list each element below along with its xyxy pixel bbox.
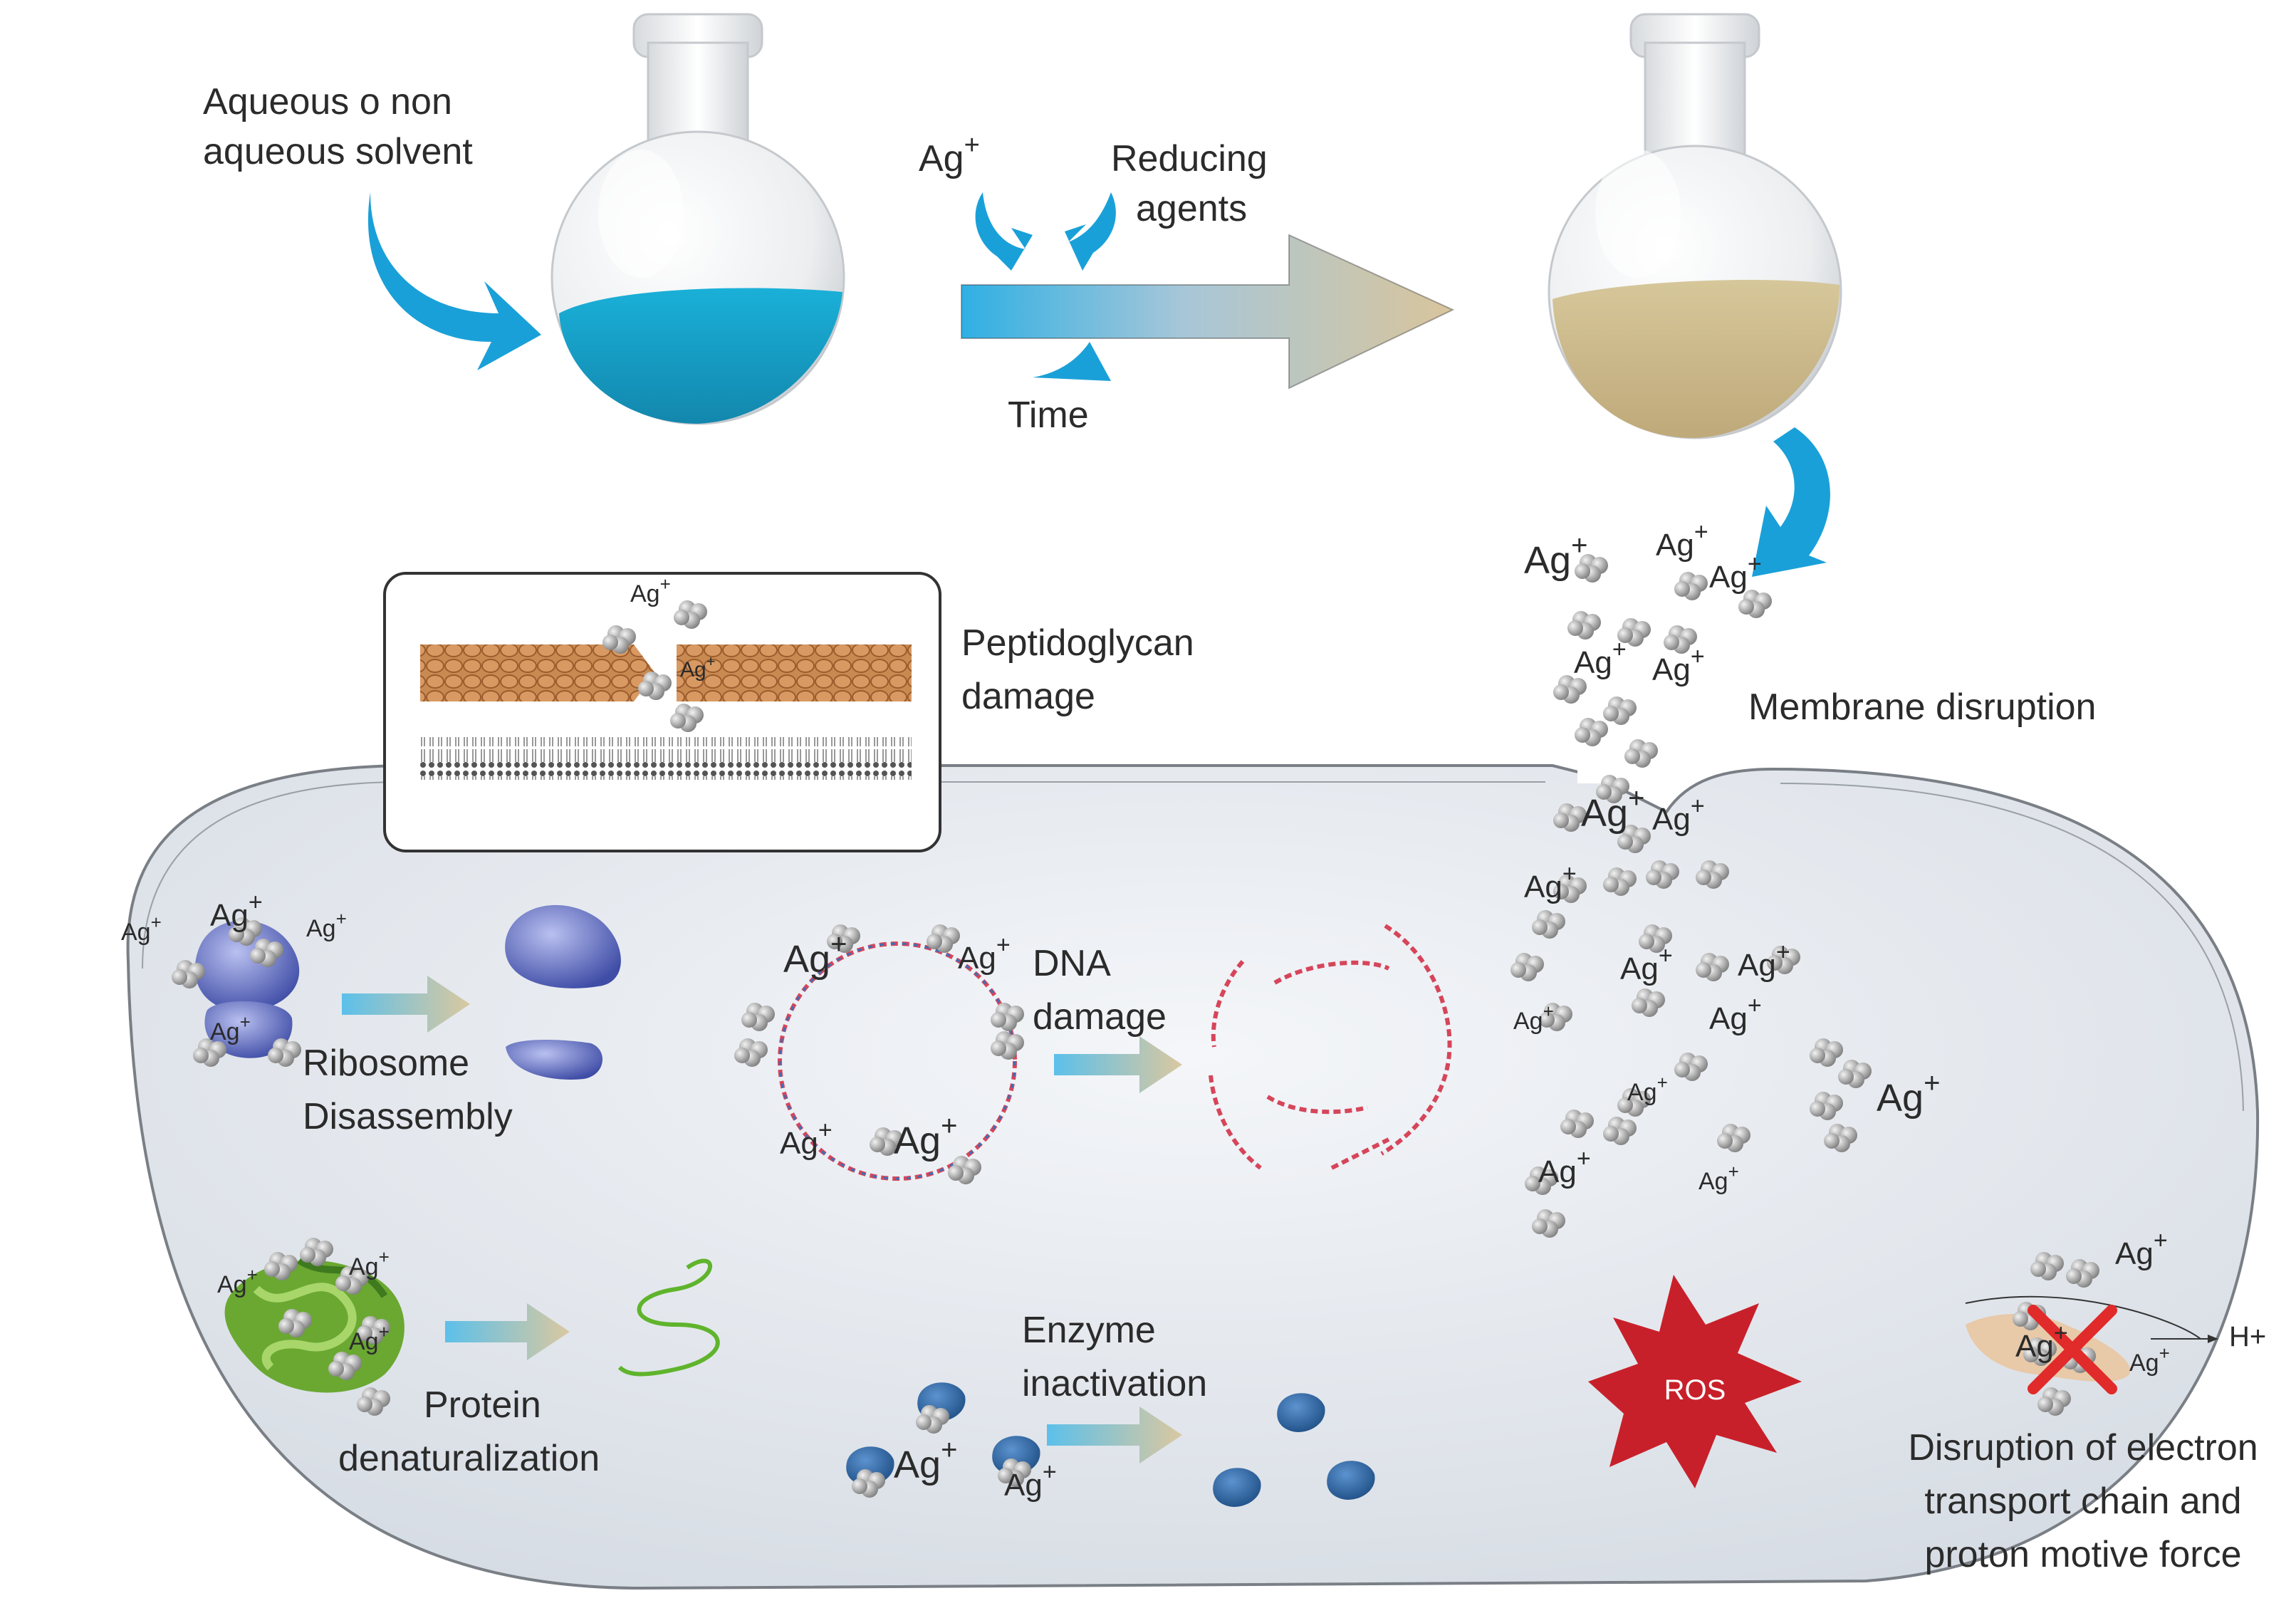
reducing-input-arrow-icon — [1065, 192, 1116, 271]
ag-label: Ag+ — [1738, 939, 1790, 983]
ribosome-group: Ag+ Ag+ Ag+ Ag+ — [121, 889, 347, 1067]
time-label: Time — [1008, 395, 1089, 436]
ag-label: Ag+ — [894, 1434, 957, 1486]
ribosome-large-subunit-icon — [505, 904, 621, 988]
ag-ion-top-label: Ag+ — [919, 130, 980, 179]
ag-label: Ag+ — [1581, 783, 1644, 835]
ag-label: Ag+ — [894, 1110, 957, 1162]
enzyme-inactive-icon — [1213, 1468, 1261, 1507]
ag-label: Ag+ — [958, 931, 1011, 976]
reaction-arrow-icon — [961, 234, 1455, 390]
flask-nanoparticles — [1548, 13, 1842, 439]
dna-arrow-icon — [1054, 1036, 1182, 1093]
flask-solvent — [550, 13, 845, 425]
ag-label: Ag+ — [349, 1246, 390, 1280]
dna-fragments-icon — [1209, 924, 1452, 1170]
ag-label: Ag+ — [1698, 1161, 1739, 1195]
ag-label: Ag+ — [210, 1011, 251, 1045]
enzyme-label-line1: Enzyme — [1022, 1310, 1156, 1351]
ag-label: Ag+ — [1524, 860, 1577, 904]
solvent-label-line1: Aqueous o non — [203, 81, 452, 122]
ag-input-arrow-icon — [975, 192, 1033, 271]
protein-unfolded-icon — [617, 1258, 720, 1377]
etc-label-line3: proton motive force — [1924, 1534, 2241, 1575]
reducing-agents-line1: Reducing — [1111, 138, 1268, 179]
peptidoglycan-inset-box — [383, 572, 941, 852]
ros-label: ROS — [1664, 1374, 1726, 1406]
ribosome-label-line1: Ribosome — [303, 1043, 469, 1084]
ag-label: Ag+ — [783, 929, 847, 981]
ag-label: Ag+ — [1513, 1001, 1554, 1035]
dna-group: Ag+ Ag+ Ag+ Ag+ — [734, 924, 1024, 1184]
inset-ag-label-mid: Ag+ — [680, 652, 716, 682]
enzyme-label-line2: inactivation — [1022, 1363, 1207, 1404]
peptidoglycan-label-line1: Peptidoglycan — [961, 622, 1194, 664]
synthesis-panel: Aqueous o non aqueous solvent Ag+ Reduci… — [203, 13, 1842, 577]
etc-label-line1: Disruption of electron — [1908, 1427, 2258, 1468]
ribosome-label-line2: Disassembly — [303, 1096, 513, 1137]
ag-label: Ag+ — [780, 1117, 833, 1161]
ag-label: Ag+ — [1709, 550, 1762, 595]
ag-label: Ag+ — [121, 912, 162, 946]
enzyme-group: Ag+ Ag+ — [846, 1382, 1057, 1503]
ag-label: Ag+ — [1004, 1458, 1057, 1503]
ag-label: Ag+ — [306, 908, 347, 942]
membrane-ag-labels: Ag+ Ag+ Ag+ Ag+ Ag+ Ag+ Ag+ Ag+ Ag+ Ag+ … — [1513, 518, 1940, 1195]
enzyme-inactive-icon — [1327, 1461, 1375, 1500]
peptidoglycan-layer-right — [677, 644, 912, 701]
reducing-agents-line2: agents — [1136, 188, 1247, 229]
ag-label: Ag+ — [2129, 1342, 2170, 1377]
proton-label: H+ — [2229, 1321, 2266, 1352]
ag-label: Ag+ — [210, 889, 263, 933]
ros-burst-icon: ROS — [1588, 1275, 1802, 1488]
solvent-arrow-icon — [367, 192, 541, 370]
time-arrow-icon — [1033, 342, 1111, 381]
ribosome-arrow-icon — [342, 976, 470, 1033]
ag-label: Ag+ — [1627, 1072, 1668, 1106]
ag-label: Ag+ — [1652, 793, 1705, 837]
enzyme-inactive-icon — [1277, 1393, 1325, 1432]
dna-label-line2: damage — [1033, 996, 1167, 1038]
ag-label: Ag+ — [1709, 992, 1762, 1036]
ag-label: Ag+ — [1877, 1068, 1940, 1120]
peptidoglycan-label-line2: damage — [961, 676, 1095, 717]
peptidoglycan-inset: Ag+ Ag+ — [383, 572, 941, 852]
ag-label: Ag+ — [2115, 1227, 2168, 1271]
ag-label: Ag+ — [1620, 942, 1673, 986]
ag-label: Ag+ — [1574, 636, 1627, 680]
dna-label-line1: DNA — [1033, 943, 1111, 984]
membrane-disruption-label: Membrane disruption — [1748, 687, 2096, 728]
solvent-liquid — [559, 288, 842, 424]
peptidoglycan-layer-left — [420, 644, 634, 701]
protein-label-line2: denaturalization — [338, 1438, 600, 1479]
etc-label-line2: transport chain and — [1924, 1481, 2241, 1522]
nanoparticle-liquid — [1553, 279, 1840, 438]
protein-label-line1: Protein — [424, 1384, 541, 1426]
enzyme-arrow-icon — [1047, 1407, 1182, 1463]
ag-label: Ag+ — [217, 1264, 258, 1298]
ag-label: Ag+ — [1656, 518, 1708, 563]
protein-group: Ag+ Ag+ Ag+ — [217, 1238, 405, 1416]
inset-ag-label-top: Ag+ — [630, 573, 671, 607]
ag-label: Ag+ — [349, 1321, 390, 1355]
ag-label: Ag+ — [1652, 643, 1705, 687]
protein-arrow-icon — [445, 1303, 570, 1360]
lipid-bilayer — [420, 737, 912, 780]
ag-label: Ag+ — [1524, 530, 1587, 582]
ag-label: Ag+ — [1538, 1145, 1591, 1189]
release-arrow-icon — [1752, 427, 1830, 577]
etc-group: Ag+ Ag+ Ag+ H+ — [1965, 1227, 2266, 1416]
ag-label: Ag+ — [2015, 1320, 2068, 1364]
solvent-label-line2: aqueous solvent — [203, 131, 473, 172]
ribosome-small-subunit-icon — [506, 1040, 603, 1080]
